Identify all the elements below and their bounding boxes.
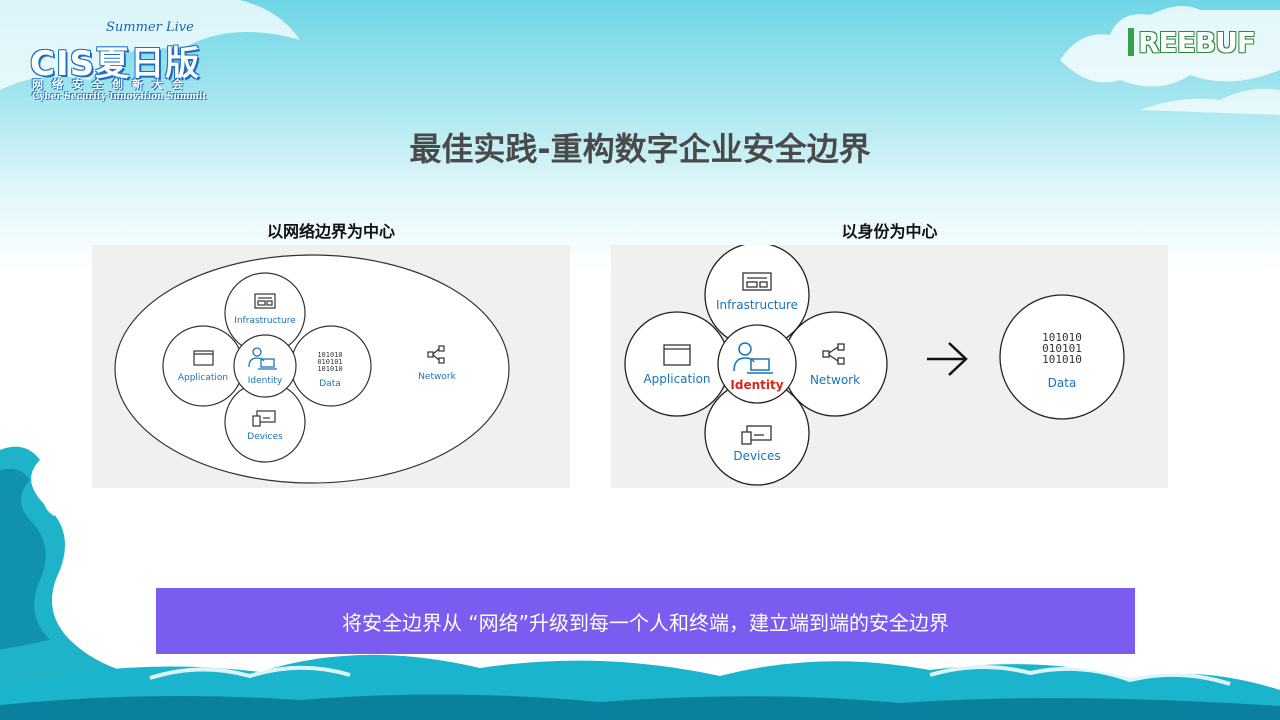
devices-icon [252, 410, 276, 427]
cloud-top-right [1060, 6, 1280, 87]
left-panel-heading: 以网络边界为中心 [266, 222, 395, 241]
identity-centric-diagram: Infrastructure Application [624, 245, 1125, 486]
node-data: 101010 010101 101010 Data [290, 325, 372, 407]
svg-text:101010: 101010 [317, 351, 342, 359]
node-identity: Identity [233, 334, 297, 398]
devices-icon [741, 425, 772, 445]
wave-bottom-foam-2 [929, 664, 1231, 686]
devices-label: Devices [247, 432, 283, 442]
binary-icon: 101010 010101 101010 [1042, 331, 1082, 366]
data-label: Data [1048, 376, 1077, 390]
node-data: 101010 010101 101010 Data [999, 294, 1125, 420]
server-icon [254, 293, 276, 309]
right-panel-heading: 以身份为中心 [841, 222, 938, 241]
wave-left-foam [36, 453, 56, 517]
user-laptop-icon [248, 347, 277, 370]
application-label: Application [643, 372, 710, 386]
node-devices: Devices [224, 381, 306, 463]
brand-logo-text: REEBUF [1138, 26, 1256, 59]
node-infrastructure: Infrastructure [704, 245, 810, 348]
slide-title: 最佳实践-重构数字企业安全边界 [409, 130, 871, 168]
node-network: Network [418, 345, 457, 382]
brand-logo: REEBUF [1128, 26, 1268, 62]
wave-bottom-foam-1 [149, 665, 351, 680]
node-application: Application [624, 311, 730, 417]
data-label: Data [319, 379, 341, 389]
network-icon [427, 345, 445, 364]
brand-logo-mark [1128, 28, 1134, 56]
cloud-streak [1140, 88, 1280, 115]
network-centric-diagram: Infrastructure Application 101010 010101… [114, 254, 510, 484]
wave-left-dark [0, 468, 50, 650]
svg-text:101010: 101010 [1042, 353, 1082, 366]
identity-label: Identity [730, 378, 783, 392]
svg-text:101010: 101010 [1042, 331, 1082, 344]
event-tagline: Summer Live [106, 20, 194, 35]
event-logo-main: CIS夏日版 [30, 44, 201, 84]
wave-bottom-dark [0, 694, 1280, 720]
network-label: Network [810, 373, 860, 387]
cloud-top-left [0, 0, 300, 90]
svg-text:101010: 101010 [317, 365, 342, 373]
identity-label: Identity [248, 376, 283, 386]
server-icon [742, 272, 772, 291]
right-panel: Infrastructure Application [611, 245, 1168, 488]
arrow-right-icon [927, 342, 968, 376]
node-infrastructure: Infrastructure [224, 272, 306, 354]
infrastructure-label: Infrastructure [234, 316, 296, 326]
window-icon [663, 344, 691, 366]
svg-text:010101: 010101 [1042, 342, 1082, 355]
event-logo-en: Cyber Security Innovation Summit [32, 92, 207, 102]
devices-label: Devices [733, 449, 780, 463]
event-logo: Summer Live CIS夏日版 网络安全创新大会 Cyber Securi… [30, 18, 230, 108]
window-icon [193, 350, 214, 366]
application-label: Application [178, 373, 228, 383]
left-panel: Infrastructure Application 101010 010101… [92, 245, 570, 488]
user-laptop-icon [733, 342, 773, 374]
network-label: Network [418, 372, 456, 382]
infrastructure-label: Infrastructure [716, 298, 798, 312]
node-network: Network [782, 311, 888, 417]
node-identity: Identity [717, 324, 797, 404]
event-logo-cn: 网络安全创新大会 [32, 78, 192, 91]
binary-icon: 101010 010101 101010 [317, 351, 342, 373]
summary-banner: 将安全边界从 “网络”升级到每一个人和终端，建立端到端的安全边界 [156, 588, 1135, 654]
node-application: Application [162, 325, 244, 407]
network-icon [822, 343, 845, 365]
summary-banner-text: 将安全边界从 “网络”升级到每一个人和终端，建立端到端的安全边界 [341, 610, 950, 635]
svg-text:010101: 010101 [317, 358, 342, 366]
